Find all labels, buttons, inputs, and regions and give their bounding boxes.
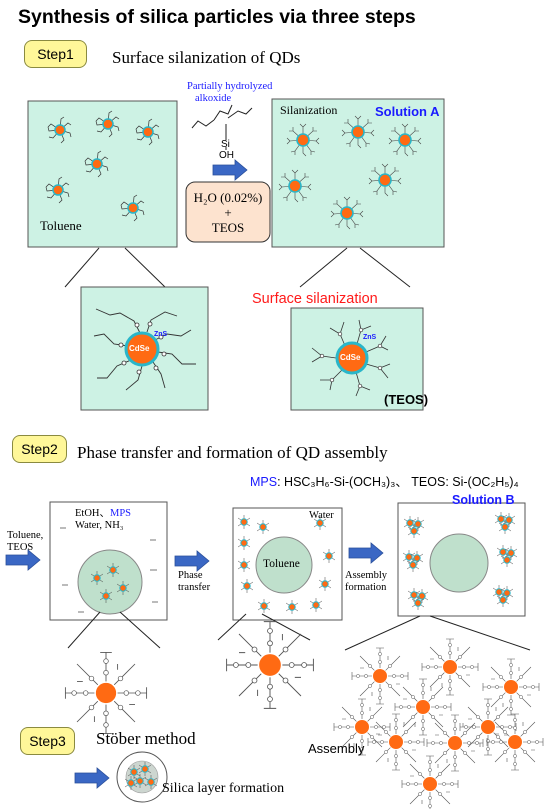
toluene-label: Toluene — [263, 558, 300, 570]
step1-heading: Surface silanization of QDs — [112, 48, 301, 67]
solution-a-label: Solution A — [375, 104, 440, 119]
reagent-formulas: MPS: HSC₃H₆-Si-(OCH₃)₃、 TEOS: Si-(OC₂H₅)… — [250, 475, 519, 489]
condition-box — [185, 181, 271, 243]
phase-transfer-arrow — [174, 550, 210, 572]
teos-note: (TEOS) — [384, 392, 429, 407]
step1-badge: Step1 — [24, 40, 87, 68]
silanization-label: Silanization — [280, 103, 338, 117]
zns-label: ZnS — [154, 331, 168, 338]
toluene-droplet — [77, 549, 143, 615]
step2-heading: Phase transfer and formation of QD assem… — [77, 443, 388, 462]
si-label: Si — [221, 139, 230, 150]
toluene-droplet — [255, 536, 313, 594]
zoom-lines — [64, 247, 411, 288]
surface-silanization-label: Surface silanization — [252, 291, 378, 307]
cdse-label: CdSe — [129, 344, 150, 353]
toluene-teos-label: Toluene,TEOS — [7, 530, 44, 553]
qd-core — [335, 341, 369, 375]
step3-heading: Stöber method — [96, 729, 196, 748]
assembly-arrow — [348, 542, 384, 564]
water-label: Water — [309, 510, 334, 521]
step3-badge: Step3 — [20, 727, 75, 755]
assembly-label: Assembly — [308, 741, 365, 756]
zoomed-water-qd — [225, 620, 315, 710]
empty-droplet — [429, 533, 489, 593]
alkoxide-structure — [191, 104, 253, 150]
solution-b-label: Solution B — [452, 493, 515, 507]
stober-arrow — [74, 767, 110, 789]
reaction-arrow — [212, 159, 248, 181]
qd-assembly-network — [333, 638, 544, 809]
reaction-conditions: H₂O (0.02%)+TEOS — [193, 190, 263, 235]
silica-layer-label: Silica layer formation — [162, 781, 285, 796]
zns-label: ZnS — [363, 334, 377, 341]
zoomed-mps-qd — [64, 651, 148, 735]
step2-badge: Step2 — [12, 435, 67, 463]
cdse-label: CdSe — [340, 353, 361, 362]
water-nh3-label: Water, NH₃ — [75, 520, 124, 531]
qd-core — [124, 331, 160, 367]
etoh-mps-label: EtOH、MPS — [75, 508, 132, 519]
page-title: Synthesis of silica particles via three … — [18, 6, 416, 28]
toluene-label: Toluene — [40, 218, 82, 233]
oh-label: OH — [219, 150, 234, 161]
